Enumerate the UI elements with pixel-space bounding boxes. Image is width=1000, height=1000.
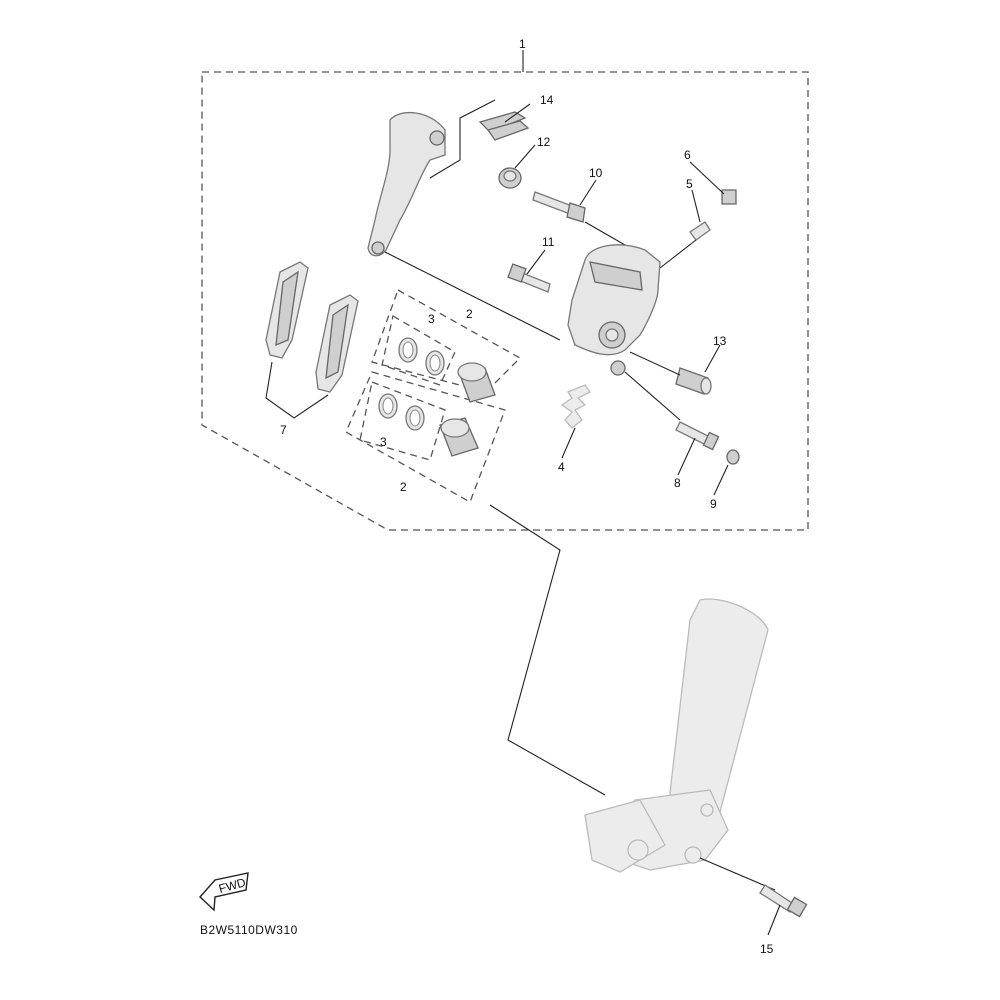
seal-rings-upper: [398, 337, 445, 376]
callout-3-upper: 3: [428, 312, 435, 326]
callout-3-lower: 3: [380, 435, 387, 449]
leader-7: [265, 361, 329, 419]
leader-assembly-to-fork: [489, 504, 606, 796]
pad-retainer: [560, 384, 591, 429]
leader-10: [579, 179, 597, 206]
pad-spring: [478, 111, 530, 141]
callout-5: 5: [686, 177, 693, 191]
leader-4: [561, 427, 576, 459]
seal-kit-box-upper: [371, 289, 522, 393]
callout-9: 9: [710, 497, 717, 511]
callout-7: 7: [280, 423, 287, 437]
fwd-label: FWD: [217, 875, 247, 896]
callout-14: 14: [540, 93, 554, 107]
leader-10-b: [584, 221, 626, 246]
leader-11: [526, 249, 546, 275]
callout-2-upper: 2: [466, 307, 473, 321]
bleed-screw-6: [721, 189, 737, 205]
leader-bracket-pin: [384, 251, 561, 341]
assembly-boundary: [201, 71, 809, 531]
front-fork: [584, 598, 769, 873]
ring-box-lower: [359, 381, 446, 461]
bleed-cap: [498, 167, 522, 189]
callout-1: 1: [519, 37, 526, 51]
leader-8-b: [624, 371, 681, 421]
diagram-code: B2W5110DW310: [200, 923, 298, 937]
leader-12: [514, 144, 536, 169]
leader-14: [504, 103, 531, 123]
bleed-screw-5: [689, 221, 711, 241]
callout-15: 15: [760, 942, 774, 956]
piston-upper: [457, 362, 496, 403]
callout-8: 8: [674, 476, 681, 490]
leader-8: [677, 437, 696, 476]
leader-13-b: [629, 351, 681, 376]
pin-bolt-10: [532, 191, 586, 223]
leader-13: [704, 344, 721, 373]
leader-15: [767, 904, 781, 936]
brake-pads: [265, 261, 359, 393]
callout-13: 13: [713, 334, 727, 348]
forward-arrow-icon: [199, 872, 249, 912]
seal-kit-box-lower: [345, 371, 506, 503]
ring-box-upper: [381, 314, 456, 386]
leader-9: [713, 464, 729, 496]
caliper-body: [567, 244, 661, 376]
pin-bolt-11: [507, 263, 551, 293]
leader-15-axis: [699, 857, 776, 891]
leader-5-b: [659, 239, 697, 269]
callout-6: 6: [684, 148, 691, 162]
callout-2-lower: 2: [400, 480, 407, 494]
pin-clip-9: [726, 449, 740, 465]
callout-11: 11: [542, 235, 555, 249]
fork-bolt-15: [759, 884, 808, 918]
leader-6: [689, 161, 725, 195]
callout-4: 4: [558, 460, 565, 474]
piston-lower: [439, 417, 479, 457]
leader-bracket: [429, 99, 496, 179]
callout-10: 10: [589, 166, 603, 180]
pad-pin-8: [675, 421, 720, 451]
pin-sleeve-13: [675, 367, 712, 395]
leader-5: [691, 189, 701, 223]
caliper-bracket: [367, 111, 446, 257]
seal-rings-lower: [378, 393, 425, 431]
callout-12: 12: [537, 135, 551, 149]
